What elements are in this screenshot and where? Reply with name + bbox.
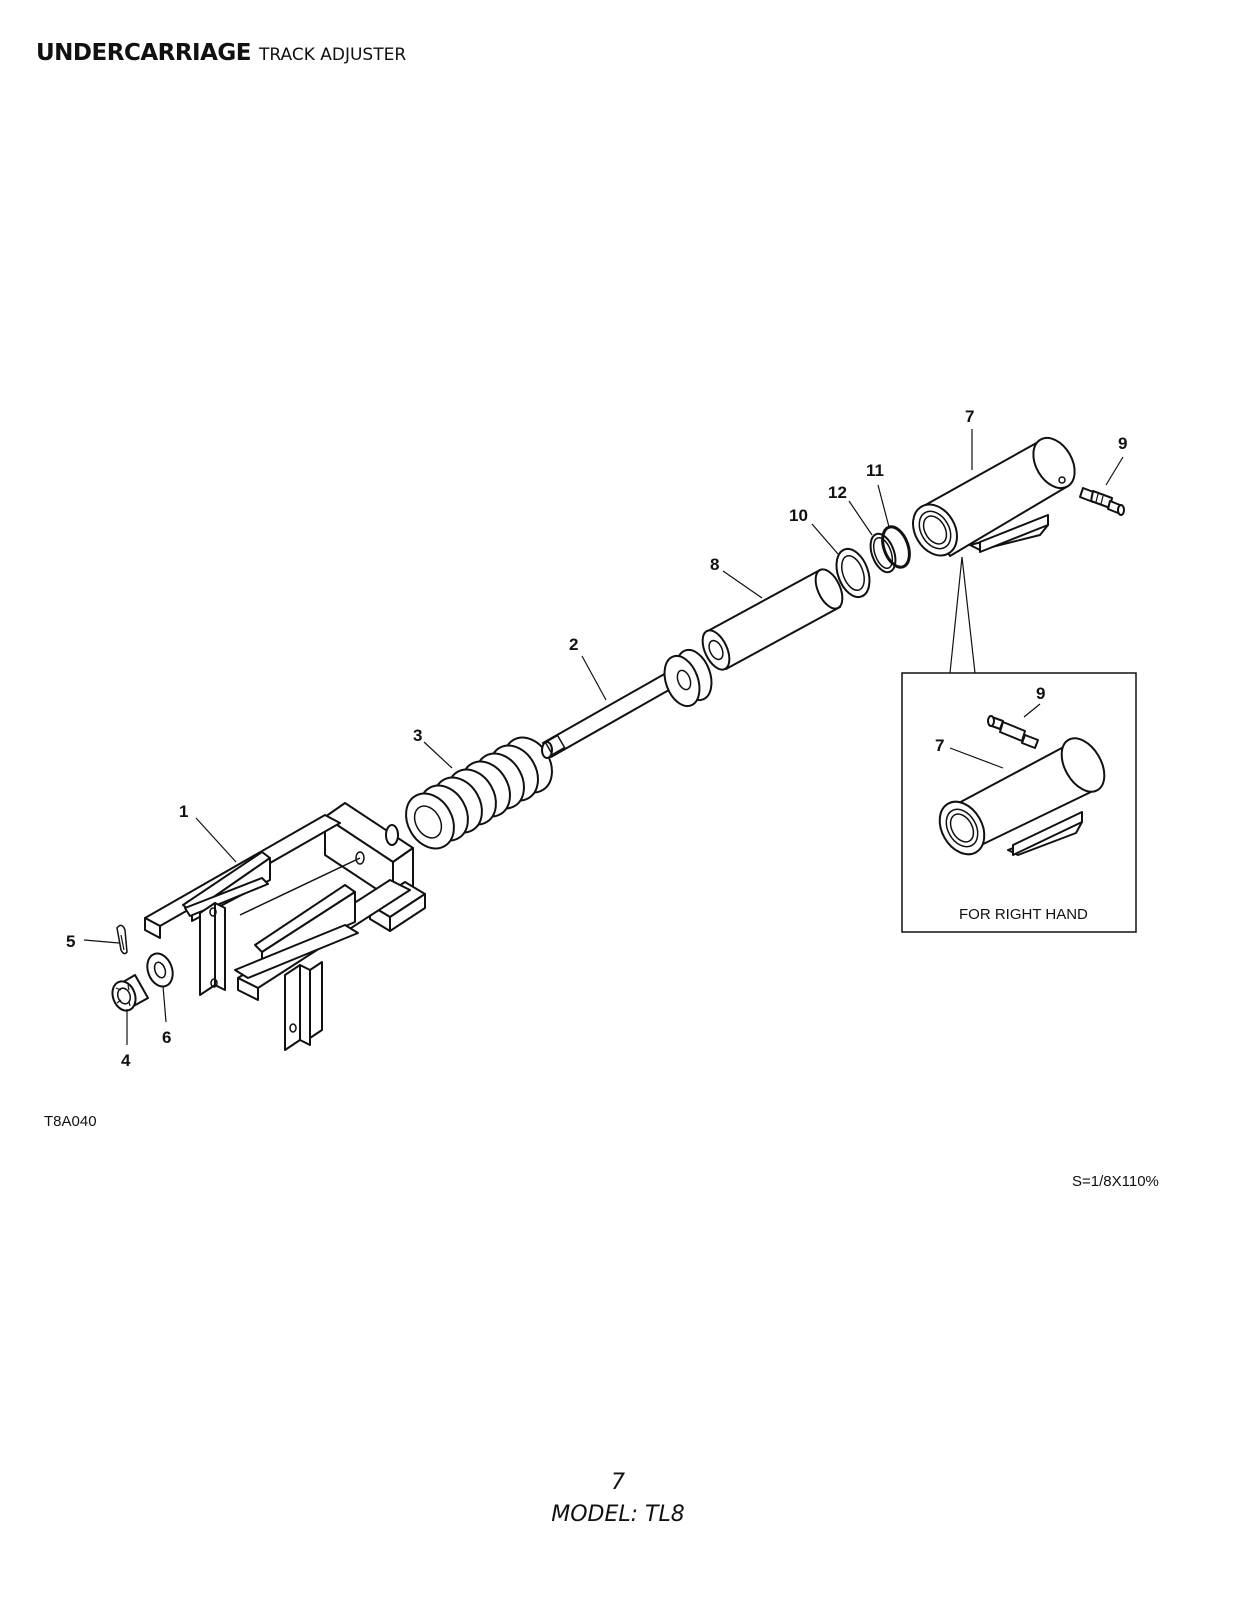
part-7-cylinder — [912, 436, 1076, 557]
part-6-washer — [146, 952, 174, 988]
callout-4: 4 — [121, 1051, 131, 1070]
callout-5: 5 — [66, 932, 75, 951]
callout-7: 7 — [965, 407, 974, 426]
callout-1: 1 — [179, 802, 188, 821]
callout-inset-7: 7 — [935, 736, 944, 755]
callout-8: 8 — [710, 555, 719, 574]
callout-2: 2 — [569, 635, 578, 654]
callout-12: 12 — [828, 483, 847, 502]
inset-caption: FOR RIGHT HAND — [959, 906, 1088, 923]
part-9-fitting — [1079, 487, 1125, 516]
page-number: 7 — [611, 1470, 625, 1495]
callout-10: 10 — [789, 506, 808, 525]
leader-lines — [83, 429, 1124, 1045]
section-title: UNDERCARRIAGE — [36, 40, 252, 66]
callout-9: 9 — [1118, 434, 1127, 453]
callout-inset-9: 9 — [1036, 684, 1045, 703]
scale-note: S=1/8X110% — [1072, 1173, 1159, 1190]
part-1-frame — [144, 802, 426, 1051]
part-10-seal — [835, 547, 871, 599]
callout-11: 11 — [866, 461, 884, 480]
subsection-title: TRACK ADJUSTER — [259, 45, 407, 65]
callout-6: 6 — [162, 1028, 171, 1047]
part-3-spring — [405, 736, 553, 850]
part-12-backup-ring — [869, 532, 897, 574]
callouts: 1 2 3 4 5 6 7 8 9 10 11 12 9 7 — [66, 407, 1127, 1070]
part-4-nut — [111, 974, 149, 1012]
page-title: UNDERCARRIAGE TRACK ADJUSTER — [36, 40, 406, 66]
inset-right-hand: FOR RIGHT HAND — [901, 672, 1137, 933]
part-2-rod — [541, 648, 713, 759]
callout-3: 3 — [413, 726, 422, 745]
figure-code: T8A040 — [44, 1113, 97, 1130]
part-8-sleeve — [701, 568, 844, 671]
model-label: MODEL: TL8 — [551, 1502, 685, 1527]
part-5-cotter-pin — [116, 924, 128, 955]
part-11-o-ring — [881, 525, 911, 569]
